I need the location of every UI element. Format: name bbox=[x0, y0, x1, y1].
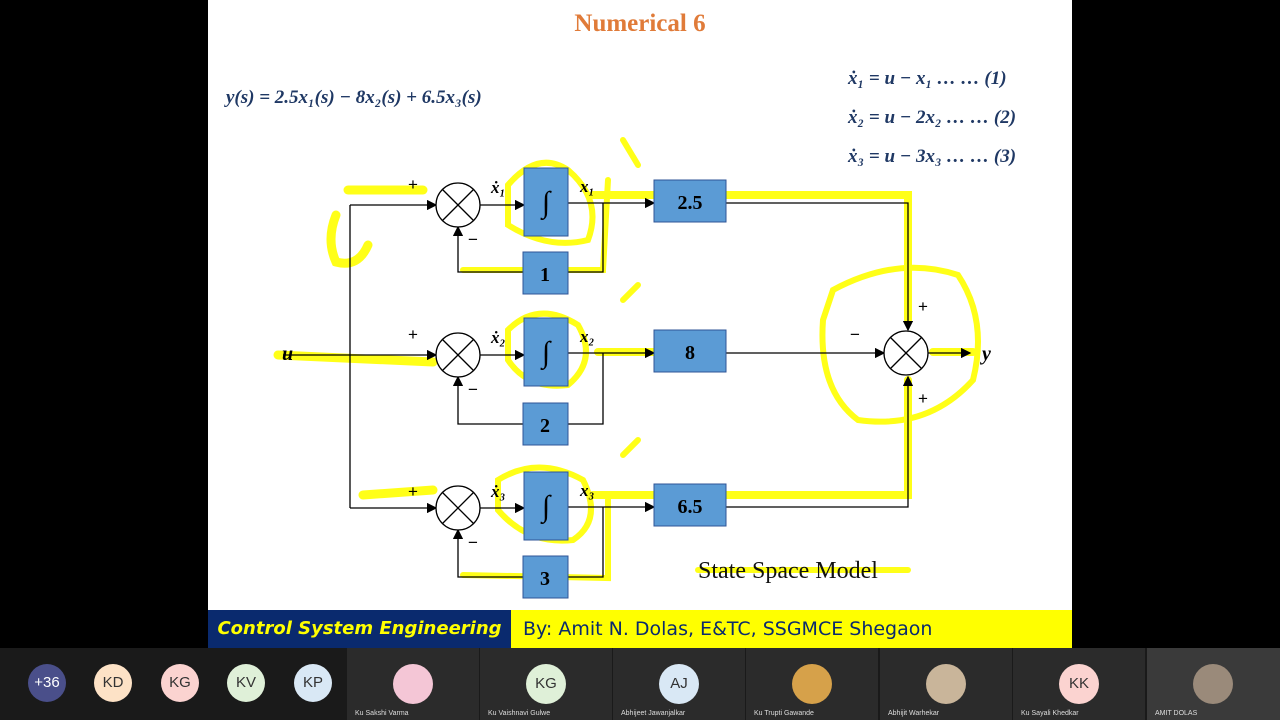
participant-name: Ku Sakshi Varma bbox=[355, 710, 409, 717]
x2-dot-label: ẋ₂ bbox=[490, 328, 506, 347]
participant-avatar[interactable]: KV bbox=[227, 664, 265, 702]
participant-avatar: KK bbox=[1059, 664, 1099, 704]
course-title-banner: Control System Engineering bbox=[208, 610, 511, 648]
integrator-symbol-2: ∫ bbox=[540, 336, 552, 371]
minus-sign: − bbox=[850, 325, 860, 344]
participant-tile[interactable]: AJ Abhijeet Jawanjalkar bbox=[613, 648, 745, 720]
block-diagram: ∫ ∫ ∫ 1 2 3 2.5 8 6.5 u y ẋ₁ ẋ₂ ẋ₃ x₁ x₂… bbox=[273, 137, 991, 599]
gain-value-2: 8 bbox=[685, 342, 695, 364]
integrator-block-1 bbox=[523, 167, 569, 237]
plus-sign: + bbox=[408, 175, 418, 194]
participant-name: Ku Vaishnavi Gulwe bbox=[488, 710, 551, 717]
feedback-gain-2: 2 bbox=[540, 415, 550, 437]
participant-name: AMIT DOLAS bbox=[1155, 710, 1198, 717]
more-participants-button[interactable]: +36 bbox=[28, 664, 66, 702]
participant-avatar[interactable]: KD bbox=[94, 664, 132, 702]
gain-value-3: 6.5 bbox=[678, 496, 703, 518]
x2-label: x₂ bbox=[579, 327, 595, 346]
participant-name: Abhijit Warhekar bbox=[888, 710, 940, 717]
state-equation-1: ẋ₁ = u − x₁ … … (1) bbox=[848, 68, 1007, 89]
output-label: y bbox=[980, 343, 991, 365]
participant-name: Ku Trupti Gawande bbox=[754, 710, 814, 717]
minus-sign: − bbox=[468, 380, 478, 399]
summing-junction-3 bbox=[435, 485, 481, 531]
plus-sign: + bbox=[918, 389, 928, 408]
participant-avatar: KG bbox=[526, 664, 566, 704]
participant-tile-self[interactable]: AMIT DOLAS bbox=[1147, 648, 1280, 720]
plus-sign: + bbox=[408, 325, 418, 344]
x1-label: x₁ bbox=[579, 177, 594, 196]
participant-tile[interactable]: KG Ku Vaishnavi Gulwe bbox=[480, 648, 612, 720]
participant-photo bbox=[926, 664, 966, 704]
participant-avatar[interactable]: KG bbox=[161, 664, 199, 702]
participant-name: Abhijeet Jawanjalkar bbox=[621, 710, 686, 717]
state-space-caption: State Space Model bbox=[698, 558, 878, 584]
feedback-gain-1: 1 bbox=[540, 264, 550, 286]
integrator-block-3 bbox=[523, 471, 569, 541]
minus-sign: − bbox=[468, 230, 478, 249]
integrator-symbol-3: ∫ bbox=[540, 490, 552, 525]
output-equation: y(s) = 2.5x₁(s) − 8x₂(s) + 6.5x₃(s) bbox=[226, 87, 482, 108]
state-equation-2: ẋ₂ = u − 2x₂ … … (2) bbox=[848, 107, 1017, 128]
presentation-slide: Numerical 6 y(s) = 2.5x₁(s) − 8x₂(s) + 6… bbox=[208, 0, 1072, 648]
highlight-annotations bbox=[273, 137, 981, 582]
participant-photo bbox=[792, 664, 832, 704]
feedback-block-1 bbox=[522, 251, 569, 295]
summing-junction-1 bbox=[435, 182, 481, 228]
participant-tile[interactable]: KK Ku Sayali Khedkar bbox=[1013, 648, 1145, 720]
slide-title: Numerical 6 bbox=[574, 10, 706, 37]
participant-tile[interactable]: Ku Sakshi Varma bbox=[347, 648, 479, 720]
x3-label: x₃ bbox=[579, 481, 595, 500]
gain-block-3 bbox=[653, 483, 727, 527]
participant-name: Ku Sayali Khedkar bbox=[1021, 710, 1079, 717]
minus-sign: − bbox=[468, 533, 478, 552]
feedback-gain-3: 3 bbox=[540, 568, 550, 590]
state-equation-3: ẋ₃ = u − 3x₃ … … (3) bbox=[848, 146, 1017, 167]
participant-tile[interactable]: Abhijit Warhekar bbox=[880, 648, 1012, 720]
gain-block-1 bbox=[653, 179, 727, 223]
participant-avatar: AJ bbox=[659, 664, 699, 704]
plus-sign: + bbox=[918, 297, 928, 316]
integrator-block-2 bbox=[523, 317, 569, 387]
participant-photo bbox=[1193, 664, 1233, 704]
input-label: u bbox=[282, 343, 293, 365]
output-summing-junction bbox=[883, 330, 929, 376]
x3-dot-label: ẋ₃ bbox=[490, 482, 506, 501]
feedback-block-3 bbox=[522, 555, 569, 599]
author-banner: By: Amit N. Dolas, E&TC, SSGMCE Shegaon bbox=[511, 610, 1072, 648]
integrator-symbol-1: ∫ bbox=[540, 186, 552, 221]
x1-dot-label: ẋ₁ bbox=[490, 178, 505, 197]
participant-photo bbox=[393, 664, 433, 704]
participant-tile[interactable]: Ku Trupti Gawande bbox=[746, 648, 878, 720]
feedback-block-2 bbox=[522, 402, 569, 446]
gain-value-1: 2.5 bbox=[678, 192, 703, 214]
plus-sign: + bbox=[408, 482, 418, 501]
participant-avatar[interactable]: KP bbox=[294, 664, 332, 702]
summing-junction-2 bbox=[435, 332, 481, 378]
gain-block-2 bbox=[653, 329, 727, 373]
